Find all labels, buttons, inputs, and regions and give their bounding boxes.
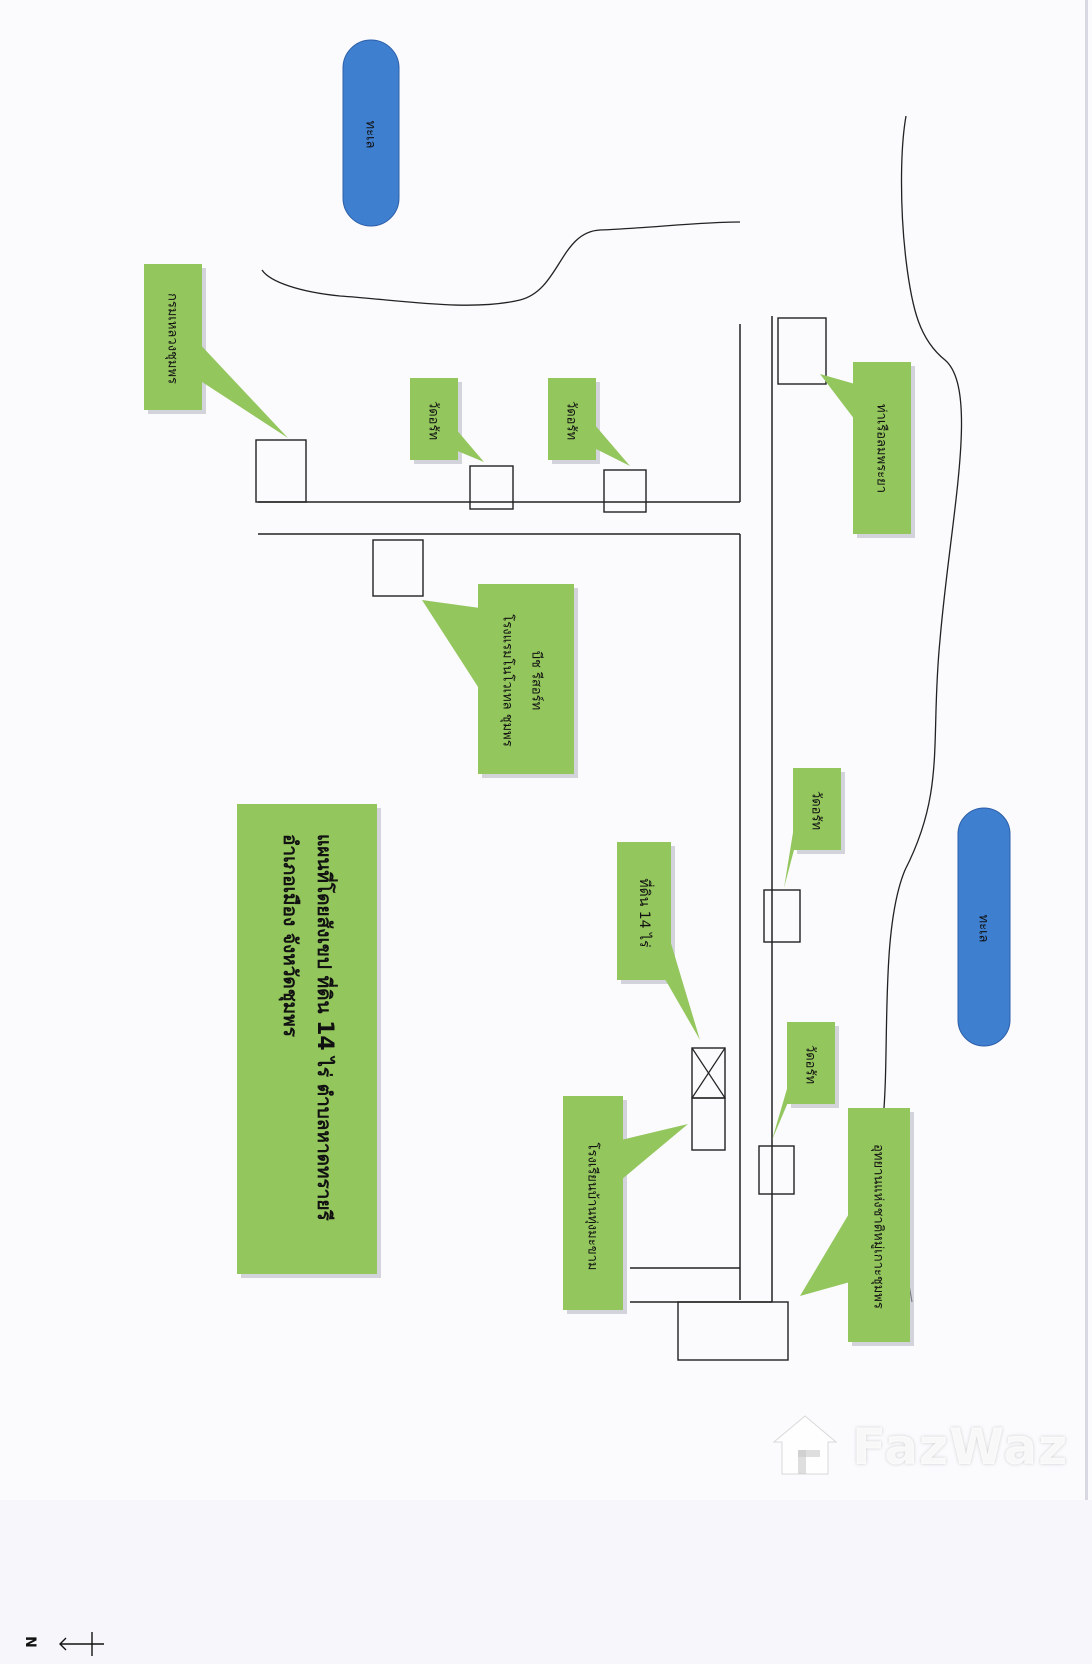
map-title: แผนที่โดยสังเขป ที่ดิน 14 ไร่ ตำบลหาดทรา…: [273, 834, 341, 1284]
hotel-label-line2: บีช รีสอร์ท: [528, 650, 544, 711]
temple-label-4: วัดอรัท: [802, 1044, 818, 1085]
park-label: อุทยานแห่งชาติหมู่เกาะชุมพร: [870, 1144, 886, 1309]
title-line-1: แผนที่โดยสังเขป ที่ดิน 14 ไร่ ตำบลหาดทรา…: [312, 834, 337, 1221]
title-line-2: อำเภอเมือง จังหวัดชุมพร: [279, 834, 301, 1037]
sea-top: [342, 39, 400, 227]
house-logo-icon: [772, 1415, 838, 1475]
fisheries-label: กรมเหลวงชุมพร: [164, 293, 180, 384]
temple-label-3: วัดอรัท: [808, 790, 824, 831]
north-arrow-icon: [59, 1632, 104, 1656]
temple-label-2: วัดอรัท: [563, 400, 579, 441]
hotel-label-line1: โรงแรมโนโวเทล ชุมพร: [499, 614, 515, 747]
pier-label: ท่าเรือลมพระยา: [873, 403, 889, 494]
page-edge: [1085, 0, 1088, 1500]
sea-top-label: ทะเล: [362, 120, 378, 149]
coastline-top: [261, 221, 741, 306]
watermark-text: FazWaz: [852, 1418, 1069, 1476]
compass-label: N: [21, 1636, 38, 1648]
sea-bottom-label: ทะเล: [975, 914, 991, 943]
temple-label-1: วัดอรัท: [425, 400, 441, 441]
map-page: ทะเล ทะเล กรมเหลวงชุมพร วัดอรัท วัดอรัท …: [21, 0, 1088, 1656]
school-label: โรงเรียนบ้านทุ่งมะขาม: [584, 1142, 600, 1271]
land-label: ที่ดิน 14 ไร่: [636, 878, 652, 948]
sea-bottom: [957, 807, 1011, 1047]
watermark: FazWaz: [770, 1400, 1080, 1490]
map-drawing: [144, 39, 1011, 1361]
